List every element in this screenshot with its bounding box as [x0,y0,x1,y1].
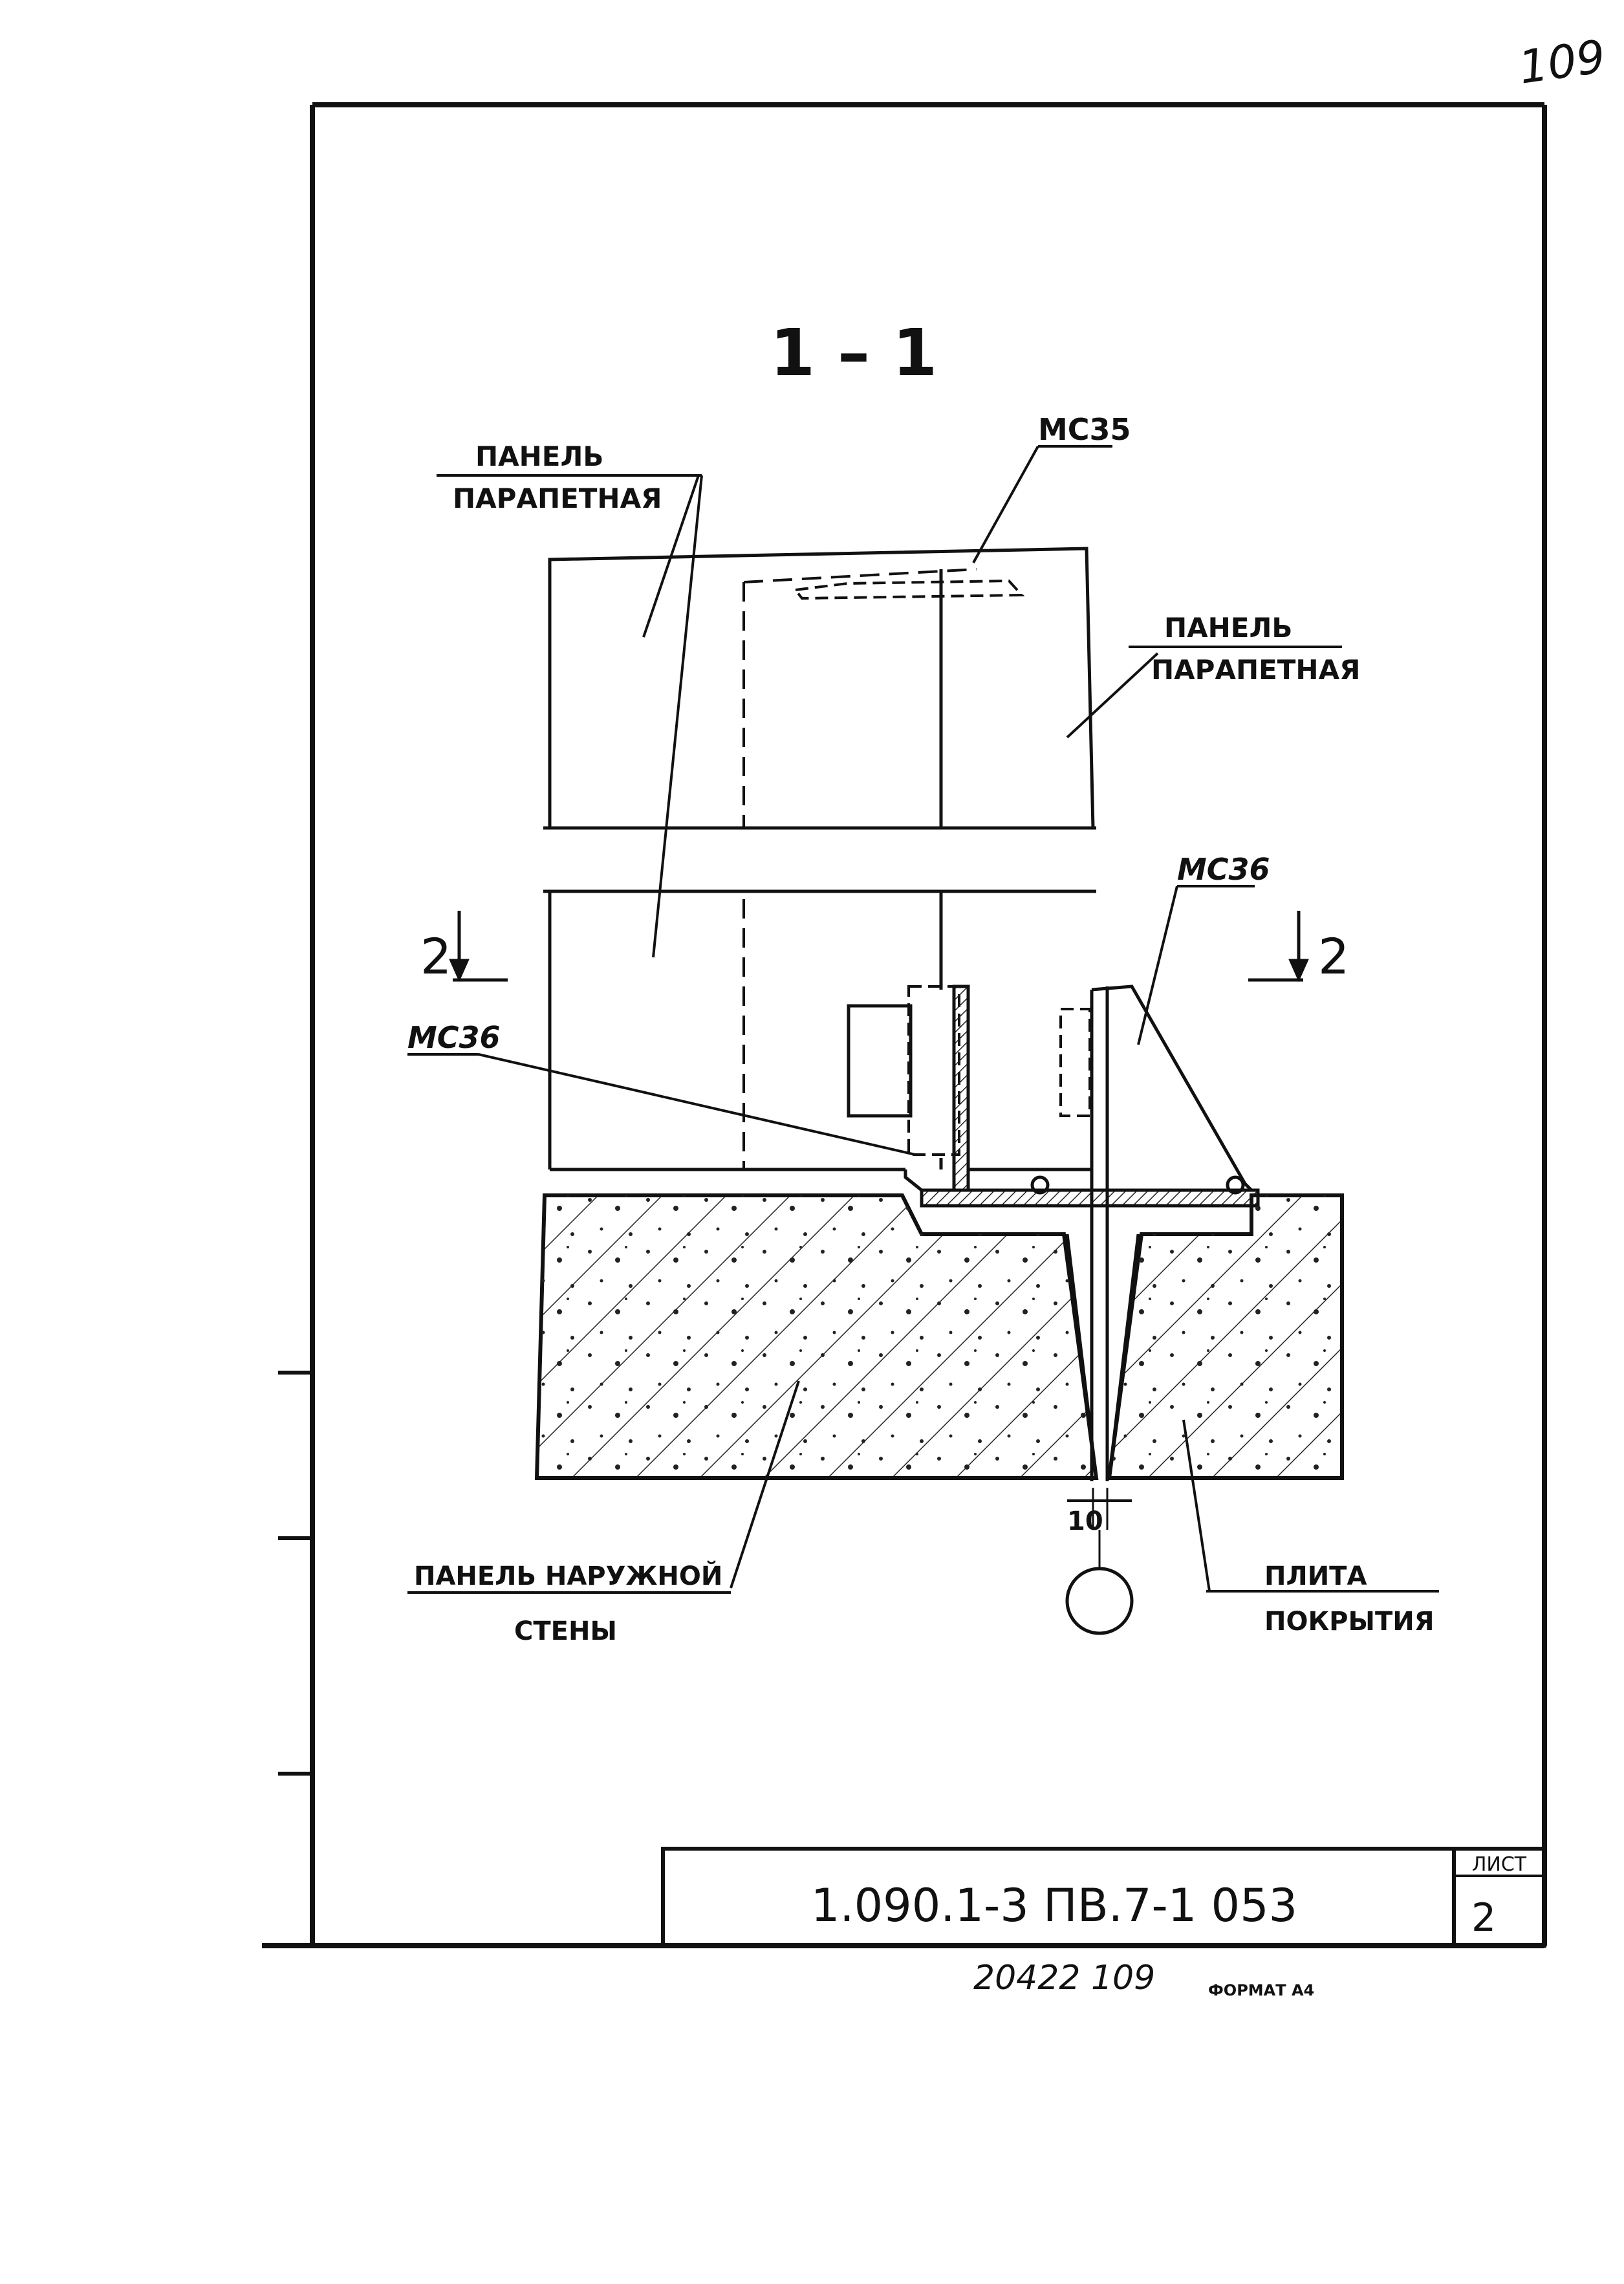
bracket-mc36-right [1030,984,1253,1195]
title-block [661,1847,1546,1948]
leader-lines [407,445,1439,1594]
anchor-rod [1065,986,1140,1635]
inventory-number: 20422 109 [973,1959,1155,1997]
label-mc36-right: МС36 [1177,852,1270,887]
label-mc35: МС35 [1038,412,1131,447]
label-parapet-panel-right-2: ПАРАПЕТНАЯ [1151,654,1360,686]
parapet-panel-lower [543,889,1096,1171]
label-slab-2: ПОКРЫТИЯ [1264,1607,1435,1637]
parapet-panel-upper [543,547,1096,830]
label-slab-1: ПЛИТА [1264,1561,1367,1591]
page-number-handwritten: 109 [1515,30,1608,94]
sheet-label: ЛИСТ [1472,1853,1527,1876]
section-mark-left [449,911,508,983]
document-code: 1.090.1-3 ПВ.7-1 053 [811,1879,1297,1932]
sheet-number: 2 [1471,1895,1496,1941]
label-mc36-left: МС36 [407,1020,501,1055]
label-wall-panel-2: СТЕНЫ [514,1616,617,1646]
section-mark-right [1248,911,1309,983]
section-title: 1 – 1 [770,315,938,391]
label-parapet-panel-right-1: ПАНЕЛЬ [1164,612,1292,644]
concrete-slab [534,1193,1344,1480]
format-label: ФОРМАТ А4 [1208,1981,1314,1999]
label-parapet-panel-left-1: ПАНЕЛЬ [475,440,603,472]
section-mark-right-label: 2 [1318,928,1349,985]
label-parapet-panel-left-2: ПАРАПЕТНАЯ [453,483,662,514]
label-wall-panel-1: ПАНЕЛЬ НАРУЖНОЙ [414,1560,722,1591]
dimension-10: 10 [1067,1506,1103,1536]
section-mark-left-label: 2 [420,928,451,985]
margin-ticks [278,1371,312,1776]
